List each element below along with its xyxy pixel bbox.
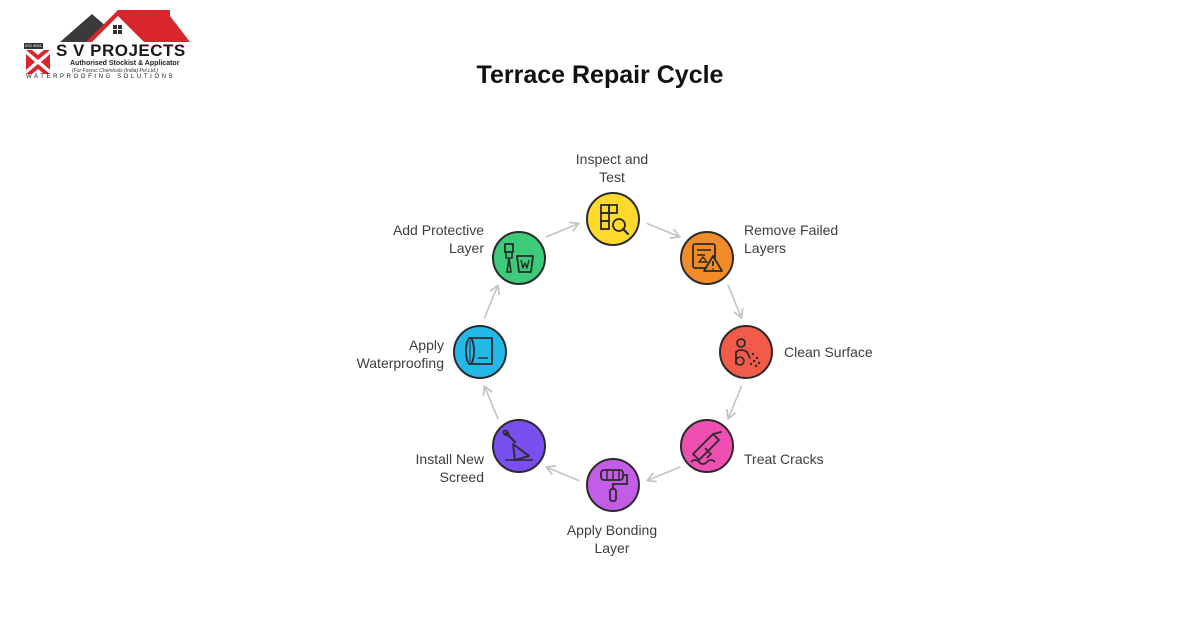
step-label-1: Inspect and Test xyxy=(575,151,649,185)
step-circle-2 xyxy=(680,231,734,285)
step-label-8: Add Protective Layer xyxy=(392,222,484,256)
cycle-arrow-6 xyxy=(482,385,499,420)
caulk-gun-icon xyxy=(690,431,722,465)
step-node-3 xyxy=(719,325,773,379)
step-node-1 xyxy=(586,192,640,246)
step-circle-6 xyxy=(492,419,546,473)
cycle-nodes xyxy=(453,192,773,512)
cycle-arrow-1 xyxy=(646,222,681,239)
step-node-6 xyxy=(492,419,546,473)
step-node-5 xyxy=(586,458,640,512)
cycle-arrow-8 xyxy=(545,221,580,238)
membrane-roll-icon xyxy=(465,337,493,365)
step-label-6: Install New Screed xyxy=(415,451,484,485)
magnifier-grid-icon xyxy=(600,204,630,236)
step-label-5: Apply Bonding Layer xyxy=(566,522,658,556)
step-label-4: Treat Cracks xyxy=(744,451,824,467)
step-label-2: Remove Failed Layers xyxy=(744,222,839,256)
company-logo: ISO 9001 S V PROJECTS Authorised Stockis… xyxy=(20,8,190,80)
cycle-arrow-4 xyxy=(646,466,681,483)
logo-tagline: WATERPROOFING SOLUTIONS xyxy=(26,74,176,80)
step-node-8 xyxy=(492,231,546,285)
paintbrush-bucket-icon xyxy=(504,243,534,273)
logo-house-icon xyxy=(26,10,190,74)
step-label-3: Clean Surface xyxy=(784,344,873,360)
cycle-arrow-5 xyxy=(545,465,580,482)
step-label-7: Apply Waterproofing xyxy=(356,337,444,371)
warning-layers-icon xyxy=(692,243,723,272)
trowel-icon xyxy=(502,429,533,461)
cycle-arrows xyxy=(482,221,744,483)
logo-subtitle-secondary: (For Fosroc Chemicals (India) Pvt.Ltd.) xyxy=(72,68,159,74)
step-node-7 xyxy=(453,325,507,379)
step-circle-7 xyxy=(453,325,507,379)
step-circle-4 xyxy=(680,419,734,473)
cleaning-person-icon xyxy=(735,338,761,368)
cycle-arrow-7 xyxy=(483,284,500,319)
paint-roller-icon xyxy=(600,469,628,502)
step-circle-8 xyxy=(492,231,546,285)
logo-subtitle: Authorised Stockist & Applicator xyxy=(70,60,180,67)
cycle-arrow-2 xyxy=(727,284,744,319)
step-node-2 xyxy=(680,231,734,285)
diagram-title: Terrace Repair Cycle xyxy=(476,61,724,89)
logo-badge: ISO 9001 xyxy=(24,43,43,49)
step-node-4 xyxy=(680,419,734,473)
step-circle-1 xyxy=(586,192,640,246)
cycle-arrow-3 xyxy=(726,385,743,420)
logo-name: S V PROJECTS xyxy=(56,41,186,60)
